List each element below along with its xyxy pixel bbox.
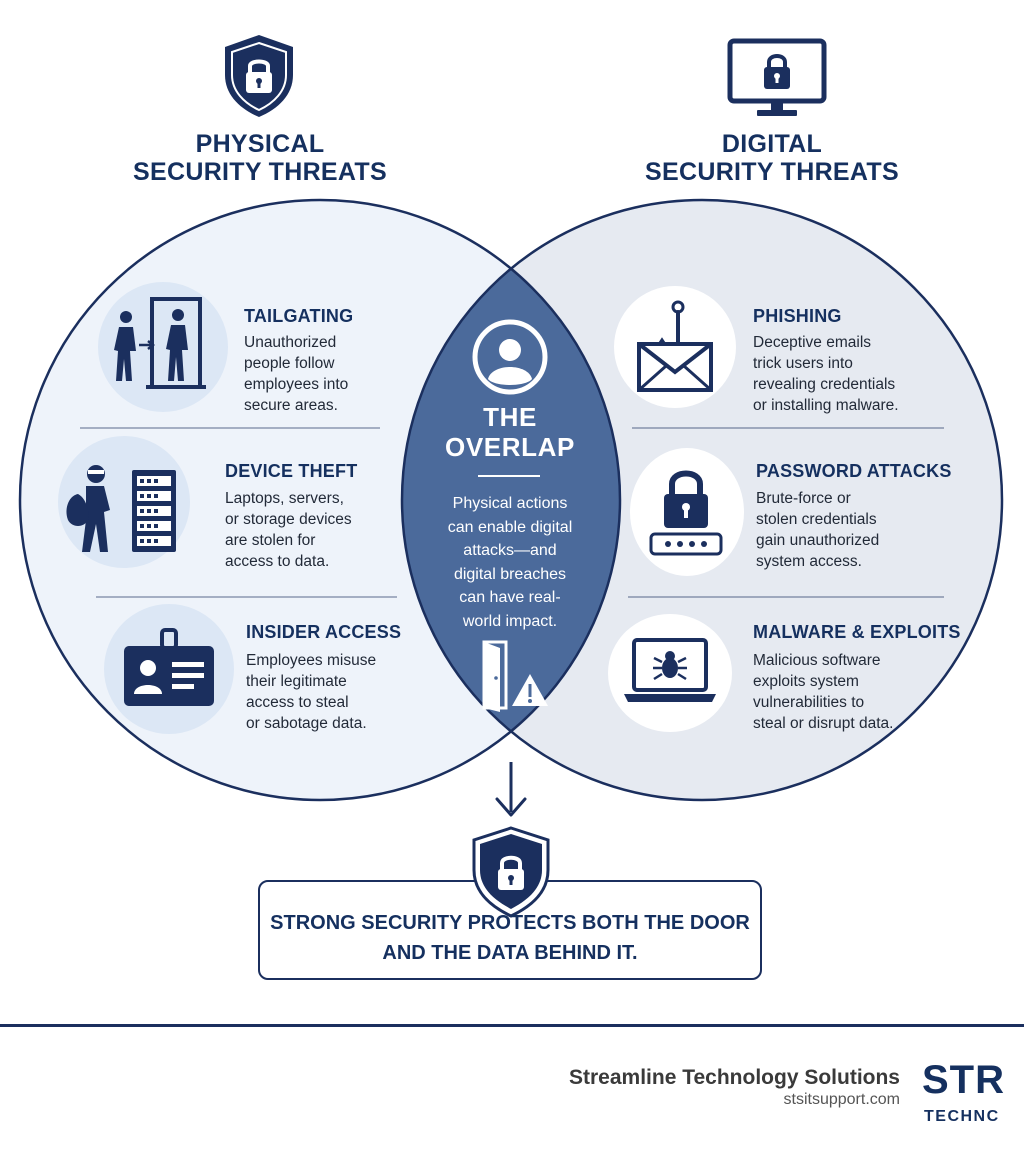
overlap-divider [478, 475, 540, 477]
malware-title: MALWARE & EXPLOITS [753, 622, 961, 642]
arrow-down-icon [495, 762, 527, 817]
conclusion-text: STRONG SECURITY PROTECTS BOTH THE DOOR A… [258, 908, 762, 968]
company-logo: STR TECHNC [922, 1058, 1024, 1128]
device-theft-title: DEVICE THEFT [225, 461, 358, 481]
physical-title-line2: SECURITY THREATS [133, 158, 387, 186]
overlap-title-line2: OVERLAP [445, 432, 575, 462]
conclusion-line1: STRONG SECURITY PROTECTS BOTH THE DOOR [270, 912, 750, 934]
padlock-password-icon [649, 470, 723, 556]
tailgating-desc: Unauthorized people follow employees int… [244, 334, 349, 414]
tailgating-door-icon [114, 297, 206, 389]
phishing-title: PHISHING [753, 306, 842, 326]
thief-server-icon [66, 465, 176, 552]
overlap-lens [402, 200, 620, 800]
overlap-title-line1: THE [483, 402, 537, 432]
footer-divider [0, 1024, 1024, 1027]
physical-title: PHYSICAL SECURITY THREATS [110, 130, 410, 186]
phishing-desc: Deceptive emails trick users into reveal… [753, 334, 899, 414]
laptop-bug-icon [624, 638, 716, 702]
digital-title: DIGITAL SECURITY THREATS [622, 130, 922, 186]
tailgating-title: TAILGATING [244, 306, 354, 326]
digital-title-line2: SECURITY THREATS [645, 158, 899, 186]
logo-wordmark: STR [922, 1058, 1005, 1102]
monitor-lock-icon [727, 38, 827, 116]
user-avatar-icon [472, 319, 548, 395]
overlap-title: THE OVERLAP [415, 402, 605, 462]
id-badge-icon [124, 628, 214, 706]
physical-title-line1: PHYSICAL [195, 130, 325, 158]
overlap-text: Physical actions can enable digital atta… [447, 495, 573, 630]
conclusion-line2: AND THE DATA BEHIND IT. [382, 942, 638, 964]
shield-lock-icon [472, 826, 550, 918]
logo-subtext: TECHNC [924, 1108, 1000, 1125]
insider-access-desc: Employees misuse their legitimate access… [246, 652, 377, 732]
digital-title-line1: DIGITAL [721, 130, 823, 158]
malware-desc: Malicious software exploits system vulne… [753, 652, 894, 732]
device-theft-desc: Laptops, servers, or storage devices are… [225, 490, 352, 570]
password-attacks-title: PASSWORD ATTACKS [756, 461, 952, 481]
insider-access-title: INSIDER ACCESS [246, 622, 402, 642]
door-warning-icon [482, 640, 548, 712]
hook-envelope-icon [637, 300, 713, 392]
company-name: Streamline Technology Solutions [569, 1066, 900, 1089]
password-attacks-desc: Brute-force or stolen credentials gain u… [756, 490, 880, 570]
shield-lock-icon [225, 35, 293, 117]
company-url: stsitsupport.com [783, 1091, 900, 1108]
